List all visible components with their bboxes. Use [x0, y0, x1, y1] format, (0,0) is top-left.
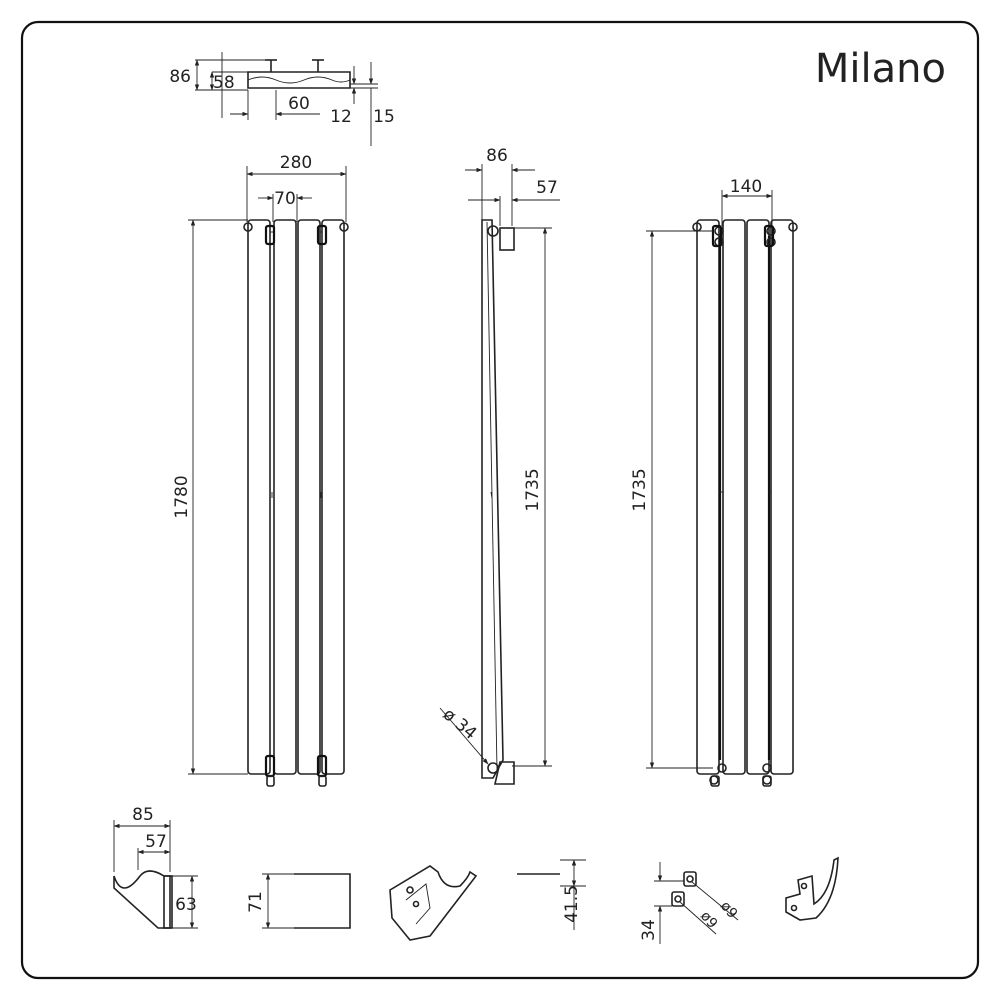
side-dim-depth: 86: [486, 146, 508, 166]
bracket-e-height: 34: [639, 919, 659, 941]
front-view: 280 70 1780: [172, 153, 349, 787]
bracket-f-view: [785, 856, 839, 921]
bracket-e-hole-b: ø9: [697, 908, 720, 932]
top-dim-60: 60: [288, 94, 310, 114]
front-dim-spacing: 70: [274, 189, 296, 209]
product-title: Milano: [815, 46, 946, 92]
bracket-d-height: 41.5: [562, 885, 582, 923]
bracket-a-view: 85 57 63: [113, 805, 198, 929]
bracket-e-view: 34 ø9 ø9: [639, 862, 740, 944]
bracket-d-view: 41.5: [517, 859, 586, 930]
front-dim-height: 1780: [172, 475, 192, 518]
back-dim-height: 1735: [630, 468, 650, 511]
top-dim-86: 86: [169, 67, 191, 87]
bracket-a-height: 63: [175, 895, 197, 915]
bracket-a-width: 85: [132, 805, 154, 825]
top-dim-15: 15: [373, 107, 395, 127]
bracket-c-view: [389, 865, 478, 941]
side-dim-offset: 57: [536, 178, 558, 198]
bracket-b-height: 71: [246, 891, 266, 913]
side-dim-height: 1735: [523, 468, 543, 511]
front-dim-width: 280: [280, 153, 312, 173]
side-dim-pipe: ø 34: [439, 705, 481, 744]
top-view: 86 58 60 12 15: [169, 52, 395, 146]
bracket-e-hole-a: ø9: [717, 898, 740, 922]
side-view: 86 57 1735 ø 34: [439, 146, 560, 785]
back-dim-spacing: 140: [730, 177, 762, 197]
bracket-a-inner: 57: [145, 832, 167, 852]
drawing-frame: [20, 20, 980, 980]
top-dim-58: 58: [213, 73, 235, 93]
top-dim-12: 12: [330, 107, 352, 127]
bracket-b-view: 71: [246, 873, 351, 929]
back-view: 140 1735: [630, 177, 798, 787]
